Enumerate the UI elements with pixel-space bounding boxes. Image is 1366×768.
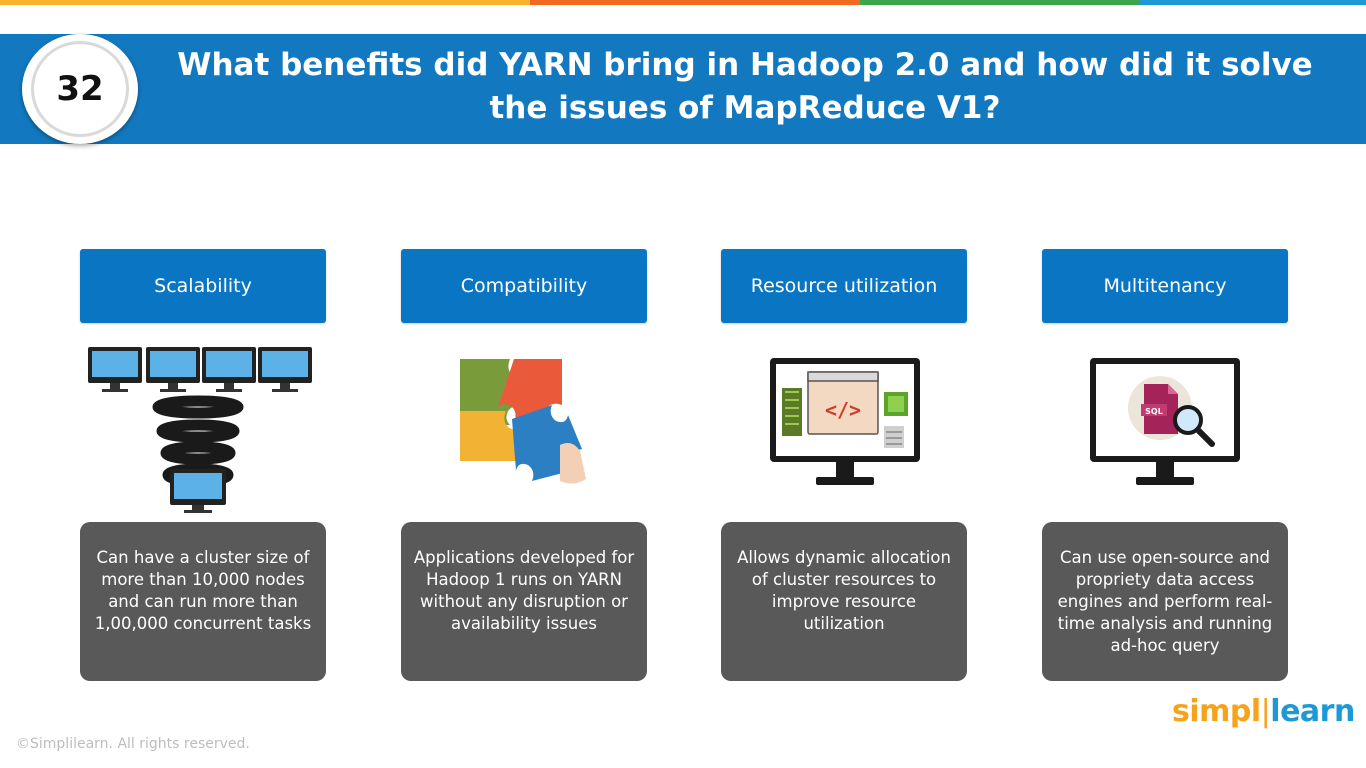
top-stripe-blue [1140, 0, 1366, 5]
question-number-badge: 32 [22, 34, 138, 144]
slide-title-line-1: What benefits did YARN bring in Hadoop 2… [177, 47, 1313, 83]
card-heading-resource-utilization: Resource utilization [721, 249, 967, 323]
top-stripe-orange [530, 0, 860, 5]
puzzle-pieces-icon [460, 359, 586, 484]
monitor-sql-search-icon: SQL [1090, 358, 1240, 485]
card-description-scalability: Can have a cluster size of more than 10,… [80, 522, 326, 681]
brand-logo-part-2: learn [1270, 694, 1355, 729]
card-description-multitenancy: Can use open-source and propriety data a… [1042, 522, 1288, 681]
top-stripe-yellow [0, 0, 530, 5]
question-number: 32 [31, 41, 129, 137]
monitor-code-icon: </> [770, 358, 920, 485]
card-heading-scalability: Scalability [80, 249, 326, 323]
card-description-resource-utilization: Allows dynamic allocation of cluster res… [721, 522, 967, 681]
card-heading-multitenancy: Multitenancy [1042, 249, 1288, 323]
slide-title: What benefits did YARN bring in Hadoop 2… [150, 44, 1340, 130]
title-banner [0, 34, 1366, 144]
card-description-compatibility: Applications developed for Hadoop 1 runs… [401, 522, 647, 681]
svg-text:SQL: SQL [1145, 407, 1163, 416]
brand-logo: simpl|learn [1172, 694, 1355, 729]
svg-text:</>: </> [825, 398, 861, 422]
brand-logo-part-1: simpl [1172, 694, 1261, 729]
top-stripe-green [860, 0, 1140, 5]
copyright-notice: ©Simplilearn. All rights reserved. [16, 736, 250, 752]
brand-logo-separator: | [1260, 694, 1271, 729]
card-heading-compatibility: Compatibility [401, 249, 647, 323]
slide-title-line-2: the issues of MapReduce V1? [489, 90, 1001, 126]
server-cluster-spring-icon [88, 347, 312, 513]
